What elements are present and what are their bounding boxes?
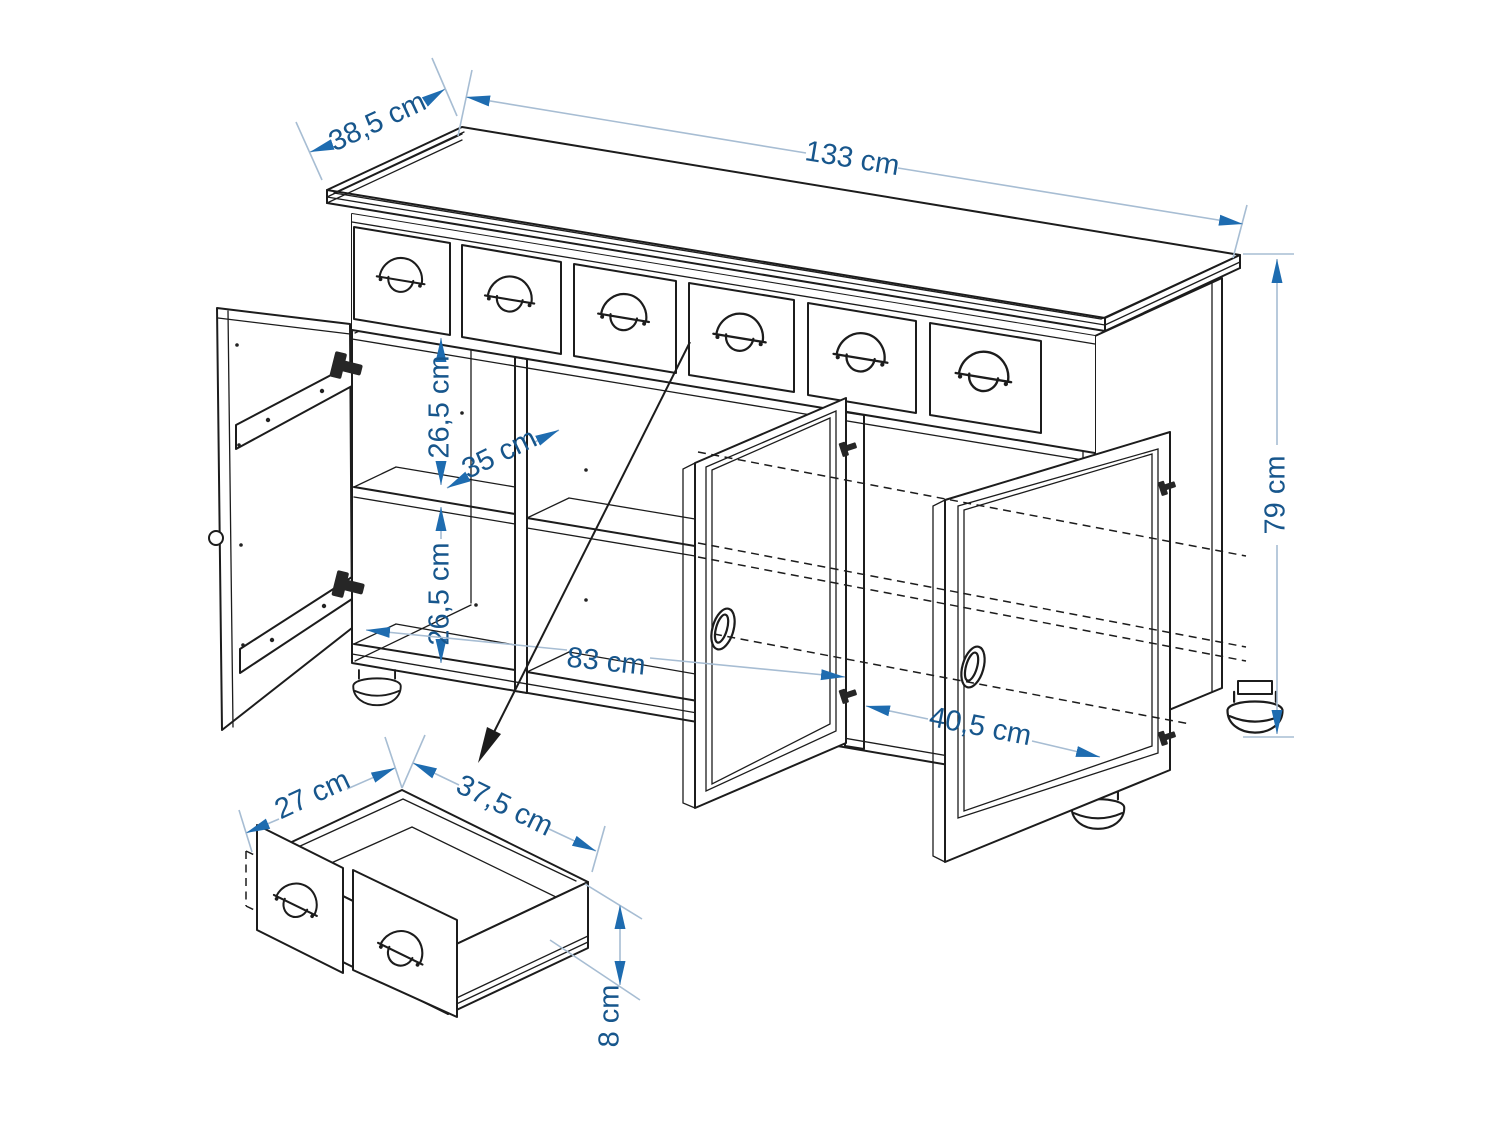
detail-leader-arrow: [478, 341, 691, 763]
door-batten-bottom: [239, 576, 353, 674]
drawer-front-3: [573, 263, 677, 374]
left-door-open: [208, 307, 367, 731]
drawer-front-5: [807, 302, 917, 414]
dimension-drawer-height: 8 cm: [549, 883, 643, 1048]
bun-feet: [352, 669, 1284, 830]
dimension-lower-inner-height: 26,5 cm: [424, 507, 456, 663]
dim-label-upper-inner-height: 26,5 cm: [424, 355, 456, 458]
divider-left: [514, 356, 528, 694]
dim-label-top-depth: 38,5 cm: [324, 85, 431, 158]
drawer-detail-front-panel-back: [256, 824, 344, 974]
top-panel: [326, 126, 1241, 332]
glass-door-2-open: [932, 431, 1178, 863]
door-knob: [208, 530, 224, 546]
dim-label-drawer-height: 8 cm: [594, 985, 626, 1048]
drawer-detail: 27 cm 37,5 cm 8 cm: [238, 734, 643, 1048]
door-batten-top: [235, 363, 353, 450]
drawer-front-4: [688, 282, 795, 393]
dim-label-drawer-depth: 27 cm: [270, 764, 355, 826]
drawer-front-6: [929, 322, 1042, 434]
bun-foot: [1226, 690, 1284, 734]
glass-door-1-open: [682, 397, 859, 809]
hidden-edge-dashed-lines: [697, 451, 1247, 725]
dim-label-lower-inner-height: 26,5 cm: [424, 542, 456, 645]
dim-label-height: 79 cm: [1260, 456, 1292, 535]
drawer-band: [351, 214, 1096, 463]
dimension-upper-inner-height: 26,5 cm: [424, 338, 456, 485]
dimension-height: 79 cm: [1243, 253, 1294, 738]
drawer-front-1: [353, 226, 451, 336]
dim-label-top-width: 133 cm: [803, 135, 902, 182]
drawer-front-2: [461, 244, 562, 355]
drawer-detail-front-panel: [352, 869, 458, 1018]
foot-plinth: [1237, 680, 1273, 695]
bun-foot: [352, 669, 402, 707]
